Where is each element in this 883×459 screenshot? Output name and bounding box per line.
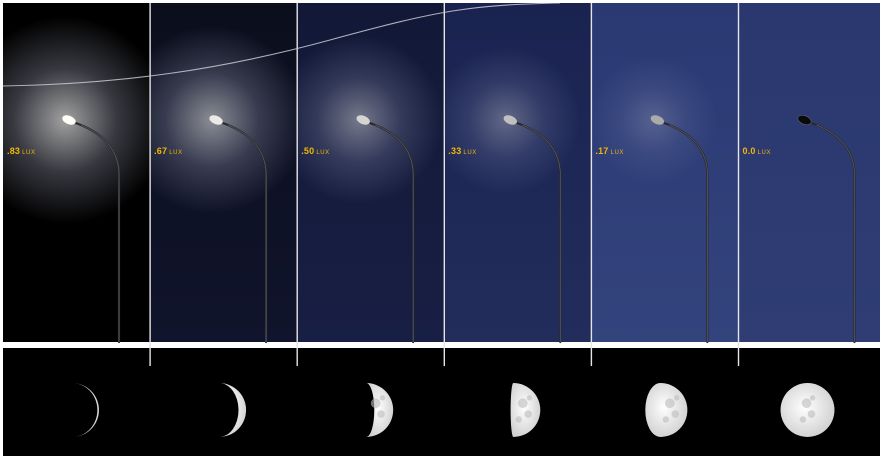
moon-phase: [219, 383, 247, 437]
lux-unit: LUX: [169, 150, 183, 156]
lux-value: .33: [448, 146, 462, 156]
lux-unit: LUX: [316, 150, 330, 156]
street-lamp: [503, 115, 562, 344]
moon-phase: [780, 383, 835, 437]
lux-unit: LUX: [610, 150, 624, 156]
lamp-head: [797, 115, 812, 125]
lamp-pole: [71, 120, 121, 344]
lux-value: .83: [7, 146, 21, 156]
street-lamp: [209, 115, 268, 344]
street-lamp: [797, 115, 856, 344]
lamp-head: [356, 115, 370, 125]
lamp-head: [503, 115, 517, 125]
moon-phase: [366, 383, 394, 437]
lamp-pole: [219, 120, 268, 344]
lamp-head: [62, 115, 76, 125]
lamp-pole: [807, 120, 856, 344]
moon-strip: [3, 348, 880, 456]
lux-value: .50: [301, 146, 315, 156]
moon-phase: [510, 383, 541, 437]
lux-unit: LUX: [22, 150, 36, 156]
lux-value: 0.0: [742, 146, 756, 156]
lamp-pole: [513, 120, 562, 344]
street-lamp: [62, 115, 121, 344]
street-lamp: [356, 115, 415, 344]
moon-phase: [645, 383, 688, 437]
lux-value: .17: [595, 146, 609, 156]
lux-unit: LUX: [463, 150, 477, 156]
lux-value: .67: [154, 146, 168, 156]
lamp-head: [209, 115, 223, 125]
lamp-head: [650, 115, 665, 125]
light-curve: [2, 2, 561, 87]
lamp-pole: [366, 120, 415, 344]
lamp-pole: [660, 120, 709, 344]
lux-unit: LUX: [757, 150, 772, 156]
street-lamp: [650, 115, 709, 344]
separator-band: [0, 342, 883, 348]
